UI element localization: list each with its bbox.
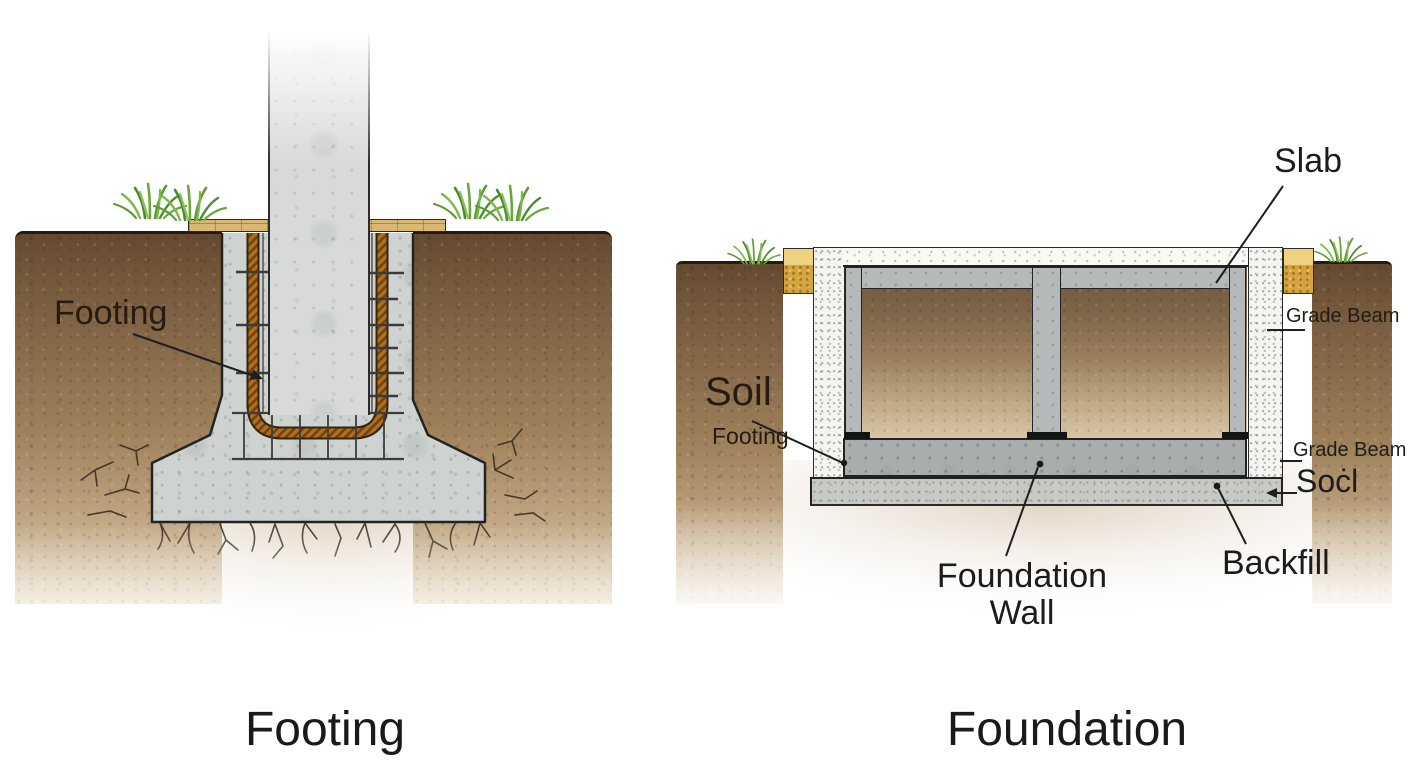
grade-beam-wall-right [1248,247,1283,479]
soil-left-label: Soil [705,370,772,414]
footing-right-dot [840,459,848,467]
grade-beam-lower-label: Grade Beam [1293,439,1407,461]
footing-arrowhead [249,369,263,380]
frame-middle-column [1032,267,1061,437]
soil-right-arrowhead [1266,488,1277,498]
foundation-wall-leader [1005,466,1039,557]
backfill-leader [1217,487,1247,545]
slab-label: Slab [1274,142,1343,180]
grade-block-left-bottom [783,265,814,294]
slab-leader-line [1215,185,1284,284]
interior-soil [845,267,1247,438]
rebar-bar [248,233,387,438]
footing-right-label: Footing [712,423,789,449]
rebar-ties [236,270,404,398]
footing-leader-line [132,333,255,377]
bearing-pad-right [1222,432,1248,439]
top-slab-band [843,247,1248,267]
frame-left-member [845,267,862,437]
backfill-dot [1213,482,1221,490]
footing-right-leader [751,420,844,464]
bearing-pad-left [844,432,870,439]
footing-outline [150,233,487,524]
grade-beam-wall-left [813,247,845,479]
foundation-wall-line2: Wall [989,593,1055,632]
foundation-wall-label: Foundation Wall [872,558,1172,631]
left-diagram-title: Footing [244,703,406,756]
soil-right-label: Soċl [1296,463,1359,499]
grade-block-right-bottom [1283,265,1314,294]
right-bottom-fade [650,500,1408,660]
left-bottom-fade [0,525,650,695]
foundation-wall-line1: Foundation [936,557,1108,595]
grade-beam-upper-label: Grade Beam [1286,305,1400,327]
right-diagram-title: Foundation [946,703,1188,756]
foundation-wall-dot [1036,460,1044,468]
foundation-wall-slab [843,438,1247,477]
backfill-label: Backfill [1222,544,1330,582]
bearing-pad-middle [1027,432,1067,439]
footing-annotation-label: Footing [54,294,168,332]
frame-right-member [1229,267,1246,437]
column-top-fade [258,0,376,165]
